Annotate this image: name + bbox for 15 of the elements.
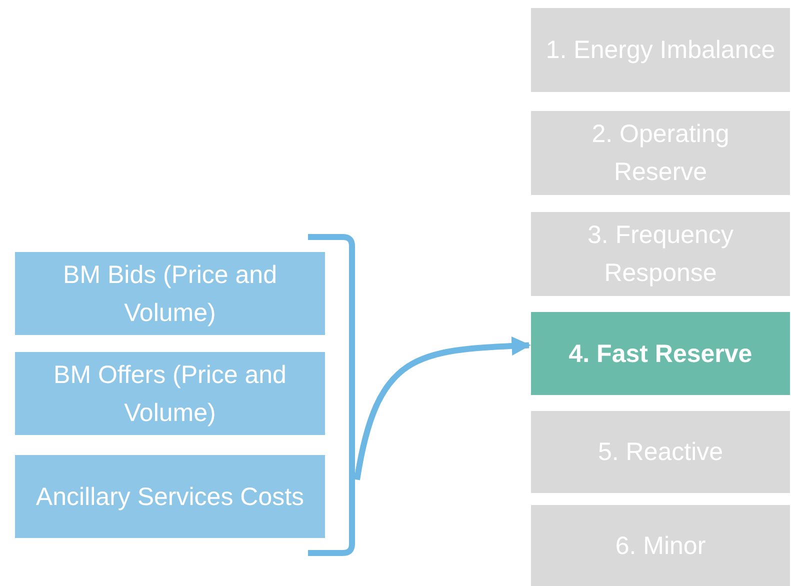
bracket-shape (305, 232, 357, 558)
process-box (531, 312, 790, 395)
box-label: BM Bids (Price and Volume) (62, 260, 278, 328)
process-box (531, 411, 790, 493)
box-label: Ancillary Services Costs (36, 482, 304, 512)
process-box (531, 111, 790, 195)
process-box (531, 212, 790, 296)
box-label: BM Offers (Price and Volume) (52, 360, 288, 428)
process-box (531, 8, 790, 92)
process-box (531, 505, 790, 586)
curved-arrow (354, 336, 531, 480)
process-box (15, 352, 325, 435)
process-box (15, 252, 325, 335)
box-label: 4. Fast Reserve (568, 338, 752, 370)
process-box (15, 455, 325, 538)
